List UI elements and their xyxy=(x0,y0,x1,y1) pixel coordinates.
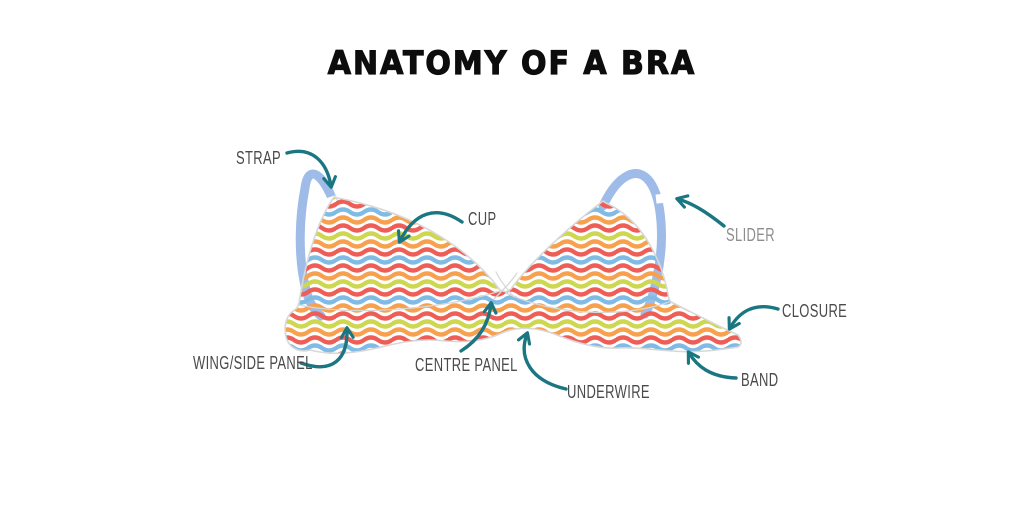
cup-arrow xyxy=(396,211,464,244)
closure-arrow xyxy=(727,305,780,331)
label-underwire: UNDERWIRE xyxy=(567,382,650,402)
right-cup-seam xyxy=(505,292,670,314)
label-cup: CUP xyxy=(468,209,497,229)
centre-seam-b xyxy=(493,272,518,300)
centre-seam-a xyxy=(495,271,515,298)
strap-arrow xyxy=(285,149,337,189)
centre-panel-arrow xyxy=(459,301,498,353)
label-strap: STRAP xyxy=(236,148,282,168)
underwire-arrow xyxy=(516,331,568,391)
slider-arrow xyxy=(675,194,726,228)
label-slider: SLIDER xyxy=(726,225,775,245)
label-centre-panel: CENTRE PANEL xyxy=(415,355,518,375)
right-slider-gap xyxy=(655,193,668,204)
bra-body xyxy=(284,196,742,355)
label-closure: CLOSURE xyxy=(782,301,848,321)
left-cup-seam xyxy=(298,290,501,312)
label-band: BAND xyxy=(741,370,779,390)
wing-arrow xyxy=(299,326,355,369)
band-arrow xyxy=(686,350,738,380)
page-title: ANATOMY OF A BRA xyxy=(327,44,697,83)
label-wing-side-panel: WING/SIDE PANEL xyxy=(193,353,313,373)
